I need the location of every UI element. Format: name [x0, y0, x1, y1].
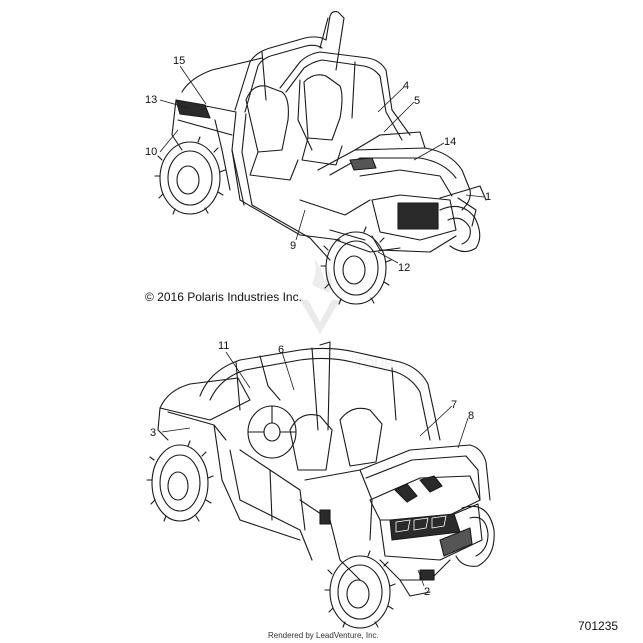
callout-3: 3	[150, 427, 157, 439]
callout-leader-lines	[159, 65, 485, 587]
utv-front-view-illustration	[154, 10, 487, 305]
callout-1: 1	[485, 191, 492, 203]
watermark-logo: TOUR	[300, 259, 394, 371]
callout-8: 8	[468, 410, 475, 422]
callout-4: 4	[403, 80, 410, 92]
callout-6: 6	[278, 344, 285, 356]
copyright-notice: © 2016 Polaris Industries Inc.	[145, 290, 302, 304]
rendered-by-credit: Rendered by LeadVenture, Inc.	[268, 631, 379, 640]
callout-13: 13	[145, 94, 158, 106]
callout-7: 7	[451, 399, 458, 411]
callout-11: 11	[218, 340, 230, 352]
front-wheel-bottom	[146, 440, 214, 522]
front-left-wheel-top	[439, 205, 481, 253]
callout-15: 15	[173, 55, 186, 67]
rear-wheel-top	[154, 136, 226, 215]
callout-2: 2	[424, 586, 431, 598]
callout-5: 5	[414, 95, 421, 107]
callout-10: 10	[145, 146, 158, 158]
callout-14: 14	[444, 136, 457, 148]
rear-far-wheel-bottom	[455, 505, 495, 567]
diagram-number: 701235	[578, 619, 619, 633]
utv-rear-view-illustration	[146, 341, 495, 629]
front-wheel-top	[320, 226, 392, 305]
callout-9: 9	[290, 240, 297, 252]
callout-12: 12	[398, 262, 411, 274]
svg-text:TOUR: TOUR	[355, 355, 394, 371]
rear-wheel-bottom	[324, 550, 396, 629]
